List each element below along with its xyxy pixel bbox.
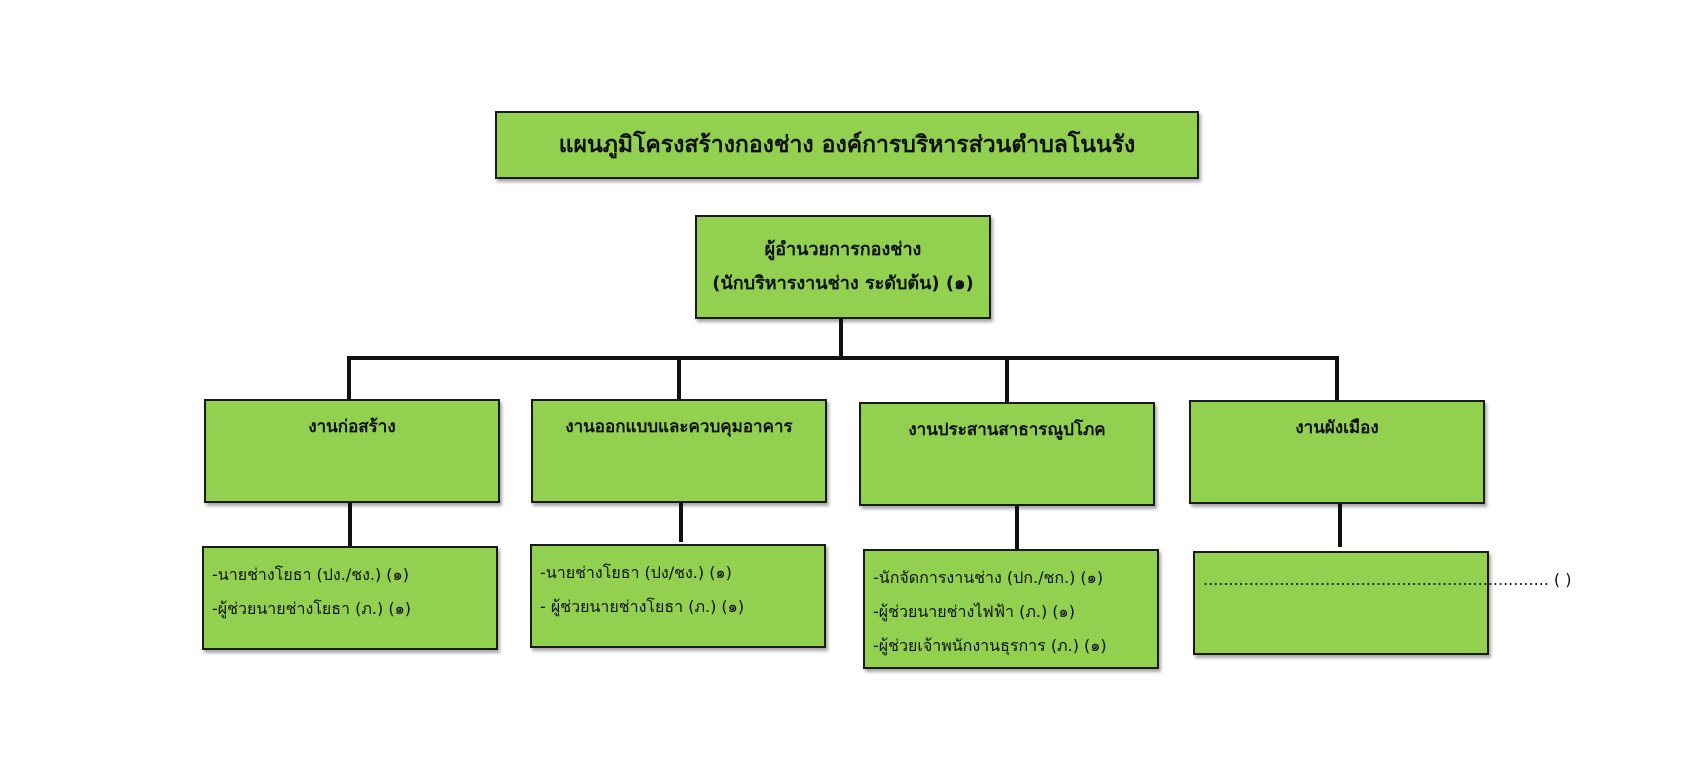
- staff-item: -นักจัดการงานช่าง (ปก./ชก.) (๑): [873, 568, 1104, 587]
- staff-item: -นายช่างโยธา (ปง./ชง.) (๑): [212, 565, 409, 584]
- connector-unit-3-staff: [1015, 506, 1019, 549]
- unit-label: งานก่อสร้าง: [308, 417, 396, 437]
- chart-title: แผนภูมิโครงสร้างกองช่าง องค์การบริหารส่ว…: [558, 132, 1136, 158]
- connector-unit-1-staff: [348, 503, 352, 546]
- unit-box-town-planning: งานผังเมือง: [1189, 400, 1485, 504]
- staff-item: -นายช่างโยธา (ปง/ชง.) (๑): [540, 563, 732, 582]
- staff-box-public-utilities: -นักจัดการงานช่าง (ปก./ชก.) (๑) -ผู้ช่วย…: [863, 549, 1159, 669]
- connector-bus: [347, 356, 1339, 360]
- connector-unit-2-staff: [679, 503, 683, 542]
- connector-drop-unit-4: [1335, 356, 1339, 400]
- chart-title-box: แผนภูมิโครงสร้างกองช่าง องค์การบริหารส่ว…: [495, 111, 1199, 179]
- connector-drop-unit-2: [677, 356, 681, 399]
- staff-item: ........................................…: [1203, 570, 1572, 589]
- staff-item: -ผู้ช่วยเจ้าพนักงานธุรการ (ภ.) (๑): [873, 636, 1107, 655]
- staff-box-design-building-control: -นายช่างโยธา (ปง/ชง.) (๑) - ผู้ช่วยนายช่…: [530, 544, 826, 648]
- connector-head-down: [839, 319, 843, 359]
- unit-label: งานผังเมือง: [1295, 418, 1379, 438]
- unit-box-construction: งานก่อสร้าง: [204, 399, 500, 503]
- unit-box-public-utilities: งานประสานสาธารณูปโภค: [859, 402, 1155, 506]
- staff-item: -ผู้ช่วยนายช่างไฟฟ้า (ภ.) (๑): [873, 602, 1075, 621]
- unit-label: งานประสานสาธารณูปโภค: [908, 420, 1106, 440]
- director-level: (นักบริหารงานช่าง ระดับต้น) (๑): [712, 273, 974, 294]
- director-box: ผู้อำนวยการกองช่าง (นักบริหารงานช่าง ระด…: [695, 215, 991, 319]
- connector-unit-4-staff: [1338, 504, 1342, 547]
- staff-box-construction: -นายช่างโยธา (ปง./ชง.) (๑) -ผู้ช่วยนายช่…: [202, 546, 498, 650]
- connector-drop-unit-1: [347, 356, 351, 399]
- director-title: ผู้อำนวยการกองช่าง: [764, 239, 922, 260]
- staff-item: - ผู้ช่วยนายช่างโยธา (ภ.) (๑): [540, 597, 745, 616]
- unit-label: งานออกแบบและควบคุมอาคาร: [565, 417, 793, 437]
- unit-box-design-building-control: งานออกแบบและควบคุมอาคาร: [531, 399, 827, 503]
- staff-item: -ผู้ช่วยนายช่างโยธา (ภ.) (๑): [212, 599, 411, 618]
- staff-box-town-planning: ........................................…: [1193, 551, 1572, 655]
- connector-drop-unit-3: [1005, 356, 1009, 402]
